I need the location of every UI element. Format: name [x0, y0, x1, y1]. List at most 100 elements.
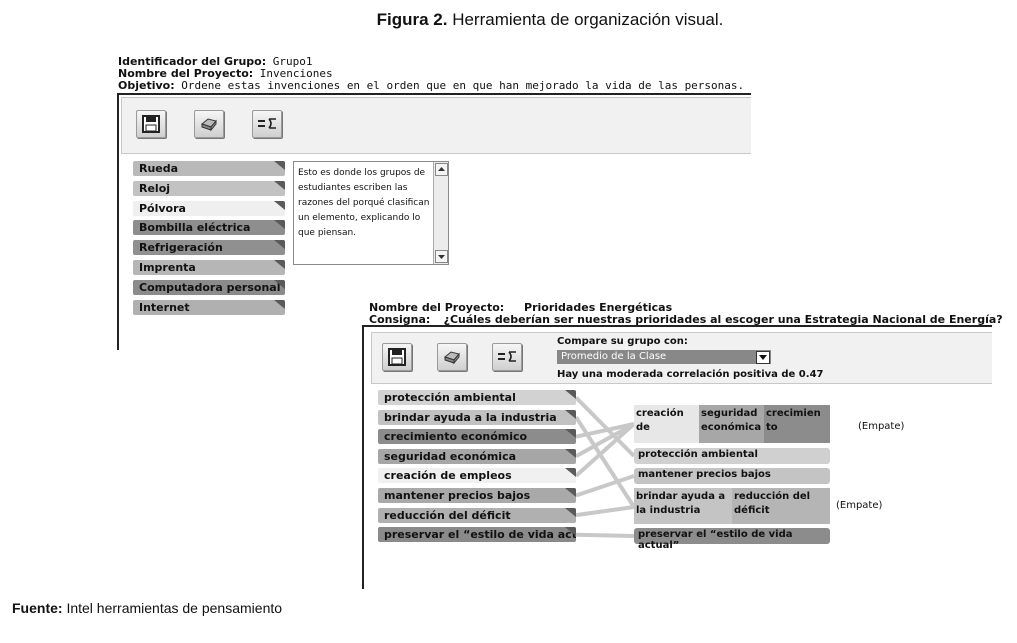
connector-line	[575, 505, 635, 518]
invention-item[interactable]: Pólvora	[133, 200, 285, 216]
save-icon	[142, 115, 160, 133]
drag-handle-icon[interactable]	[565, 448, 576, 458]
result-cell-seguridad: seguridad económica	[699, 405, 764, 443]
drag-handle-icon[interactable]	[274, 260, 285, 269]
result-row-3: mantener precios bajos	[634, 468, 830, 484]
save-button-2[interactable]	[382, 343, 412, 371]
invention-item-label: Internet	[139, 300, 190, 314]
compare-icon	[498, 351, 516, 362]
invention-item[interactable]: Computadora personal	[133, 279, 285, 295]
project2-value: Prioridades Energéticas	[524, 301, 673, 314]
objective-label: Objetivo:	[118, 79, 175, 92]
connector-line	[574, 396, 636, 458]
panel1-toolbar	[121, 97, 751, 154]
scroll-down-button[interactable]	[435, 250, 448, 263]
drag-handle-icon[interactable]	[274, 180, 285, 190]
priority-item[interactable]: preservar el “estilo de vida actual”	[378, 527, 576, 543]
priority-item[interactable]: brindar ayuda a la industria	[378, 409, 576, 425]
consigna-label: Consigna:	[369, 313, 431, 326]
priority-item-label: seguridad económica	[384, 449, 517, 463]
drag-handle-icon[interactable]	[274, 279, 285, 289]
priority-item-label: crecimiento económico	[384, 430, 528, 444]
drag-handle-icon[interactable]	[565, 409, 576, 419]
drag-handle-icon[interactable]	[274, 240, 285, 250]
scroll-up-button[interactable]	[435, 163, 448, 176]
priority-item-label: brindar ayuda a la industria	[384, 410, 557, 424]
connector-line	[574, 422, 636, 478]
save-icon	[388, 348, 406, 366]
invention-item[interactable]: Reloj	[133, 180, 285, 196]
consigna-value: ¿Cuáles deberían ser nuestras prioridade…	[443, 313, 1003, 326]
invention-item[interactable]: Imprenta	[133, 260, 285, 275]
priority-item[interactable]: crecimiento económico	[378, 429, 576, 445]
compare-button[interactable]	[252, 110, 282, 138]
project-label: Nombre del Proyecto:	[118, 67, 254, 80]
priority-item-label: mantener precios bajos	[384, 489, 531, 502]
invention-item[interactable]: Internet	[133, 299, 285, 315]
figure-label: Figura 2.	[376, 10, 448, 29]
priority-item[interactable]: creación de empleos	[378, 468, 576, 484]
connector-line	[574, 416, 636, 509]
result-cell-creacion: creación de	[634, 405, 699, 443]
result-cell-brindar: brindar ayuda a la industria	[634, 488, 732, 524]
priority-item[interactable]: reducción del déficit	[378, 507, 576, 523]
result-row-2: protección ambiental	[634, 448, 830, 464]
dropdown-arrow-icon[interactable]	[756, 351, 770, 364]
reason-text: Esto es donde los grupos de estudiantes …	[298, 168, 430, 238]
result-cell-crecimiento: crecimien to	[764, 405, 830, 443]
drag-handle-icon[interactable]	[565, 390, 576, 399]
source-text: Intel herramientas de pensamiento	[66, 600, 283, 616]
empate-label-1: (Empate)	[858, 421, 905, 432]
drag-handle-icon[interactable]	[565, 488, 576, 497]
drag-handle-icon[interactable]	[274, 220, 285, 230]
invention-item[interactable]: Rueda	[133, 161, 285, 176]
invention-item-label: Reloj	[139, 181, 171, 195]
result-row-1: creación de seguridad económica crecimie…	[634, 405, 830, 443]
reason-textbox[interactable]: Esto es donde los grupos de estudiantes …	[293, 161, 449, 265]
drag-handle-icon[interactable]	[274, 200, 285, 210]
source-line: Fuente: Intel herramientas de pensamient…	[12, 600, 282, 616]
drag-handle-icon[interactable]	[274, 299, 285, 309]
connector-line	[575, 422, 635, 459]
save-button[interactable]	[136, 110, 166, 138]
print-button[interactable]	[194, 110, 224, 138]
project-value: Invenciones	[259, 67, 333, 80]
compare-select-value: Promedio de la Clase	[561, 351, 667, 362]
invention-item-label: Rueda	[139, 162, 179, 175]
compare-select[interactable]: Promedio de la Clase	[557, 350, 771, 364]
invention-item[interactable]: Refrigeración	[133, 240, 285, 256]
source-label: Fuente:	[12, 600, 63, 616]
priority-item[interactable]: seguridad económica	[378, 448, 576, 464]
figure-title: Herramienta de organización visual.	[452, 10, 724, 29]
group-id-value: Grupo1	[272, 55, 313, 68]
correlation-text: Hay una moderada correlación positiva de…	[557, 369, 824, 380]
compare-button-2[interactable]	[492, 343, 522, 371]
priority-item[interactable]: protección ambiental	[378, 390, 576, 405]
empate-label-2: (Empate)	[836, 500, 883, 511]
invention-item-label: Pólvora	[139, 201, 186, 215]
drag-handle-icon[interactable]	[565, 527, 576, 537]
priority-item-label: preservar el “estilo de vida actual”	[384, 528, 576, 542]
print-icon	[200, 118, 217, 132]
invention-item-label: Refrigeración	[139, 241, 223, 255]
compare-label: Compare su grupo con:	[557, 336, 688, 347]
invention-item[interactable]: Bombilla eléctrica	[133, 220, 285, 236]
invention-item-label: Bombilla eléctrica	[139, 221, 251, 235]
priority-item-label: creación de empleos	[384, 469, 512, 483]
connector-line	[575, 474, 635, 498]
priority-item-label: protección ambiental	[384, 391, 516, 404]
priority-item-label: reducción del déficit	[384, 508, 511, 522]
drag-handle-icon[interactable]	[565, 507, 576, 517]
print-icon	[443, 351, 460, 365]
drag-handle-icon[interactable]	[274, 161, 285, 170]
priority-item[interactable]: mantener precios bajos	[378, 488, 576, 503]
print-button-2[interactable]	[437, 343, 467, 371]
textbox-scrollbar[interactable]	[433, 162, 448, 264]
drag-handle-icon[interactable]	[565, 429, 576, 439]
panel2: Compare su grupo con: Promedio de la Cla…	[362, 325, 992, 589]
result-row-5: preservar el “estilo de vida actual”	[634, 528, 830, 551]
drag-handle-icon[interactable]	[565, 468, 576, 478]
panel2-toolbar: Compare su grupo con: Promedio de la Cla…	[371, 332, 992, 384]
panel2-meta: Nombre del Proyecto: Prioridades Energét…	[369, 302, 1003, 326]
